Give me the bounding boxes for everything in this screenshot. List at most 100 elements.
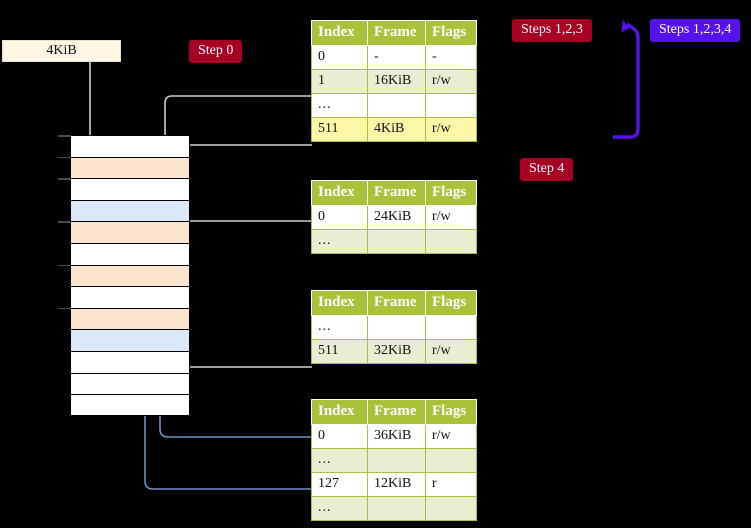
badge-steps-1234-label: Steps 1,2,3,4	[659, 22, 732, 37]
column-header-index: Index	[311, 399, 368, 425]
memory-frame-row	[70, 243, 190, 265]
wire-t2r511-to-memory	[172, 295, 312, 368]
table-cell: r/w	[425, 339, 477, 364]
table-cell: 511	[311, 339, 368, 364]
table-cell: 36KiB	[367, 424, 426, 449]
table-row: ...	[311, 315, 477, 340]
table-row: ...	[311, 93, 477, 118]
column-header-frame: Frame	[367, 20, 426, 46]
wire-t3r0-to-memory	[176, 220, 312, 263]
table-cell: 32KiB	[367, 339, 426, 364]
table-cell: r/w	[425, 69, 477, 94]
memory-frame-row	[70, 351, 190, 373]
table-cell	[367, 448, 426, 473]
table-cell	[367, 229, 426, 254]
table-cell: -	[367, 45, 426, 70]
table-cell: ...	[311, 315, 368, 340]
memory-frame-row	[70, 135, 190, 157]
table-row: 0--	[311, 45, 477, 70]
badge-step-4-label: Step 4	[529, 161, 565, 176]
table-cell: 1	[311, 69, 368, 94]
table-cell: ...	[311, 448, 368, 473]
table-cell: 511	[311, 117, 368, 142]
memory-frame-row	[70, 372, 190, 395]
wire-steps-bracket	[613, 19, 640, 139]
wire-t1r127-to-memory	[137, 206, 312, 490]
table-cell: ...	[311, 229, 368, 254]
column-header-index: Index	[311, 20, 368, 46]
memory-tick-mark	[58, 221, 71, 223]
table-cell: 0	[311, 45, 368, 70]
table-cell: 12KiB	[367, 472, 426, 497]
wire-t4r1-to-memory	[163, 95, 312, 153]
table-cell	[425, 315, 477, 340]
memory-frame-row	[70, 156, 190, 179]
column-header-index: Index	[311, 180, 368, 206]
column-header-flags: Flags	[425, 399, 477, 425]
column-header-frame: Frame	[367, 180, 426, 206]
column-header-flags: Flags	[425, 20, 477, 46]
table-cell: 127	[311, 472, 368, 497]
memory-frame-row	[70, 307, 190, 330]
table-cell: 16KiB	[367, 69, 426, 94]
memory-frame-row	[70, 286, 190, 308]
table-cell	[367, 93, 426, 118]
table-cell	[425, 448, 477, 473]
memory-tick-mark	[58, 156, 71, 159]
table-cell: r/w	[425, 117, 477, 142]
table-cell	[425, 496, 477, 521]
wire-t1r0-to-memory	[152, 325, 312, 438]
table-row: ...	[311, 448, 477, 473]
badge-steps-123: Steps 1,2,3	[512, 19, 592, 42]
memory-frame-row	[70, 329, 190, 351]
memory-frame-row	[70, 264, 190, 287]
physical-memory-column	[70, 135, 190, 416]
badge-step-0: Step 0	[189, 40, 243, 63]
memory-frame-row	[70, 221, 190, 243]
memory-tick-mark	[58, 264, 71, 267]
memory-frame-row	[70, 178, 190, 200]
table-cell: r	[425, 472, 477, 497]
table-cell: ...	[311, 496, 368, 521]
badge-step-4: Step 4	[520, 158, 574, 181]
table-cell	[425, 93, 477, 118]
memory-frame-row	[70, 394, 190, 416]
frame-4kib-label: 4KiB	[46, 43, 77, 58]
table-cell: 0	[311, 205, 368, 230]
memory-tick-mark	[58, 307, 71, 310]
memory-frame-row	[70, 199, 190, 222]
table-row: ...	[311, 496, 477, 521]
table-cell	[367, 315, 426, 340]
memory-tick-mark	[58, 178, 71, 180]
column-header-frame: Frame	[367, 290, 426, 316]
badge-steps-123-label: Steps 1,2,3	[521, 22, 583, 37]
column-header-index: Index	[311, 290, 368, 316]
table-cell: 0	[311, 424, 368, 449]
table-cell	[425, 229, 477, 254]
table-cell: ...	[311, 93, 368, 118]
table-cell: 4KiB	[367, 117, 426, 142]
column-header-flags: Flags	[425, 180, 477, 206]
table-cell: -	[425, 45, 477, 70]
column-header-frame: Frame	[367, 399, 426, 425]
table-cell: r/w	[425, 205, 477, 230]
table-cell	[367, 496, 426, 521]
memory-tick-mark	[58, 135, 71, 137]
table-cell: 24KiB	[367, 205, 426, 230]
table-cell: r/w	[425, 424, 477, 449]
frame-4kib-box: 4KiB	[2, 40, 121, 62]
column-header-flags: Flags	[425, 290, 477, 316]
badge-step-0-label: Step 0	[198, 43, 234, 58]
badge-steps-1234: Steps 1,2,3,4	[650, 19, 741, 42]
